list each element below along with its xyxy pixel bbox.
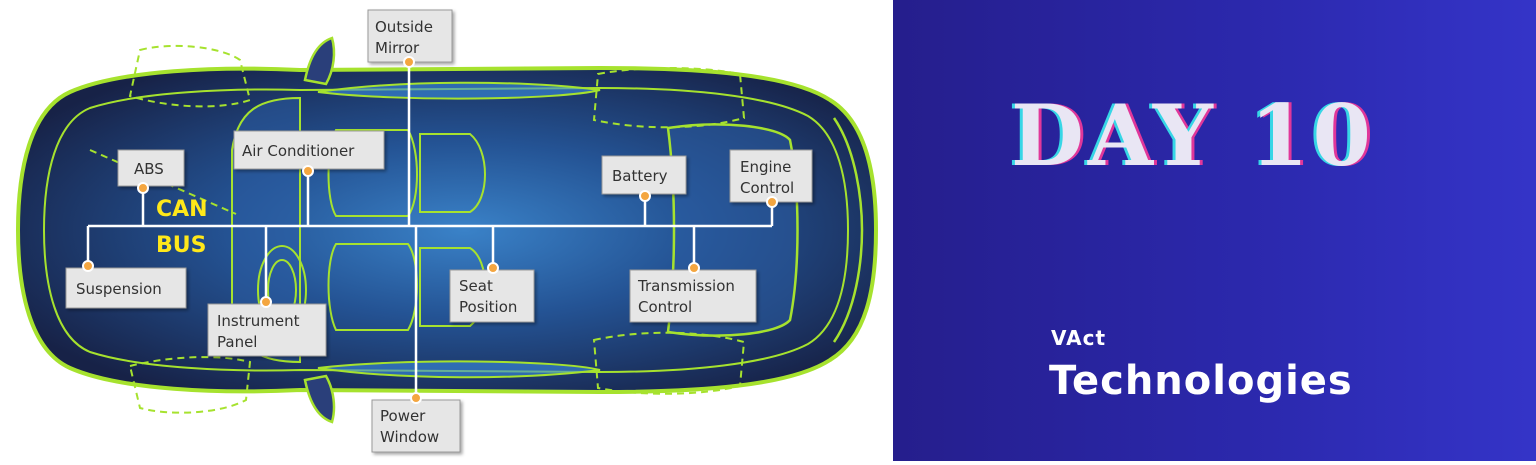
label-abs: ABS xyxy=(117,149,185,187)
node-battery xyxy=(639,190,651,202)
connection-nodes xyxy=(82,56,778,404)
can-label: CAN xyxy=(156,197,208,222)
abs-text: ABS xyxy=(134,160,164,178)
node-air-conditioner xyxy=(302,165,314,177)
battery-text: Battery xyxy=(612,167,668,185)
air-conditioner-text: Air Conditioner xyxy=(242,142,355,160)
label-engine-control: Engine Control xyxy=(729,149,813,203)
car-top-view-illustration: CAN BUS Outside Mirror ABS Air Condition… xyxy=(15,9,879,453)
instrument-panel-line1: Instrument xyxy=(217,312,300,330)
transmission-control-line2: Control xyxy=(638,298,692,316)
engine-control-line2: Control xyxy=(740,179,794,197)
power-window-line2: Window xyxy=(380,428,439,446)
label-air-conditioner: Air Conditioner xyxy=(233,130,385,170)
day-title: DAY 10 xyxy=(1011,86,1375,185)
label-battery: Battery xyxy=(601,155,687,195)
node-transmission-control xyxy=(688,262,700,274)
seat-position-line2: Position xyxy=(459,298,517,316)
node-suspension xyxy=(82,260,94,272)
node-power-window xyxy=(410,392,422,404)
brand-name-large: Technologies xyxy=(1049,358,1353,404)
suspension-text: Suspension xyxy=(76,280,162,298)
label-suspension: Suspension xyxy=(65,267,187,309)
outside-mirror-line1: Outside xyxy=(375,18,433,36)
outside-mirror-line2: Mirror xyxy=(375,39,420,57)
label-power-window: Power Window xyxy=(371,399,461,453)
node-seat-position xyxy=(487,262,499,274)
can-bus-diagram: CAN BUS Outside Mirror ABS Air Condition… xyxy=(15,9,879,453)
label-transmission-control: Transmission Control xyxy=(629,269,757,323)
transmission-control-line1: Transmission xyxy=(637,277,735,295)
seat-position-line1: Seat xyxy=(459,277,493,295)
instrument-panel-line2: Panel xyxy=(217,333,257,351)
side-mirror-bottom xyxy=(303,374,336,424)
node-abs xyxy=(137,182,149,194)
bus-label: BUS xyxy=(156,233,206,258)
side-mirror-top xyxy=(303,36,336,86)
label-outside-mirror: Outside Mirror xyxy=(367,9,453,63)
node-engine-control xyxy=(766,196,778,208)
title-banner: DAY 10 VAct Technologies xyxy=(893,0,1536,461)
label-seat-position: Seat Position xyxy=(449,269,535,323)
label-instrument-panel: Instrument Panel xyxy=(207,303,327,357)
node-outside-mirror xyxy=(403,56,415,68)
power-window-line1: Power xyxy=(380,407,426,425)
node-instrument-panel xyxy=(260,296,272,308)
brand-name-small: VAct xyxy=(1051,326,1107,350)
engine-control-line1: Engine xyxy=(740,158,791,176)
bus-wiring xyxy=(86,62,774,398)
